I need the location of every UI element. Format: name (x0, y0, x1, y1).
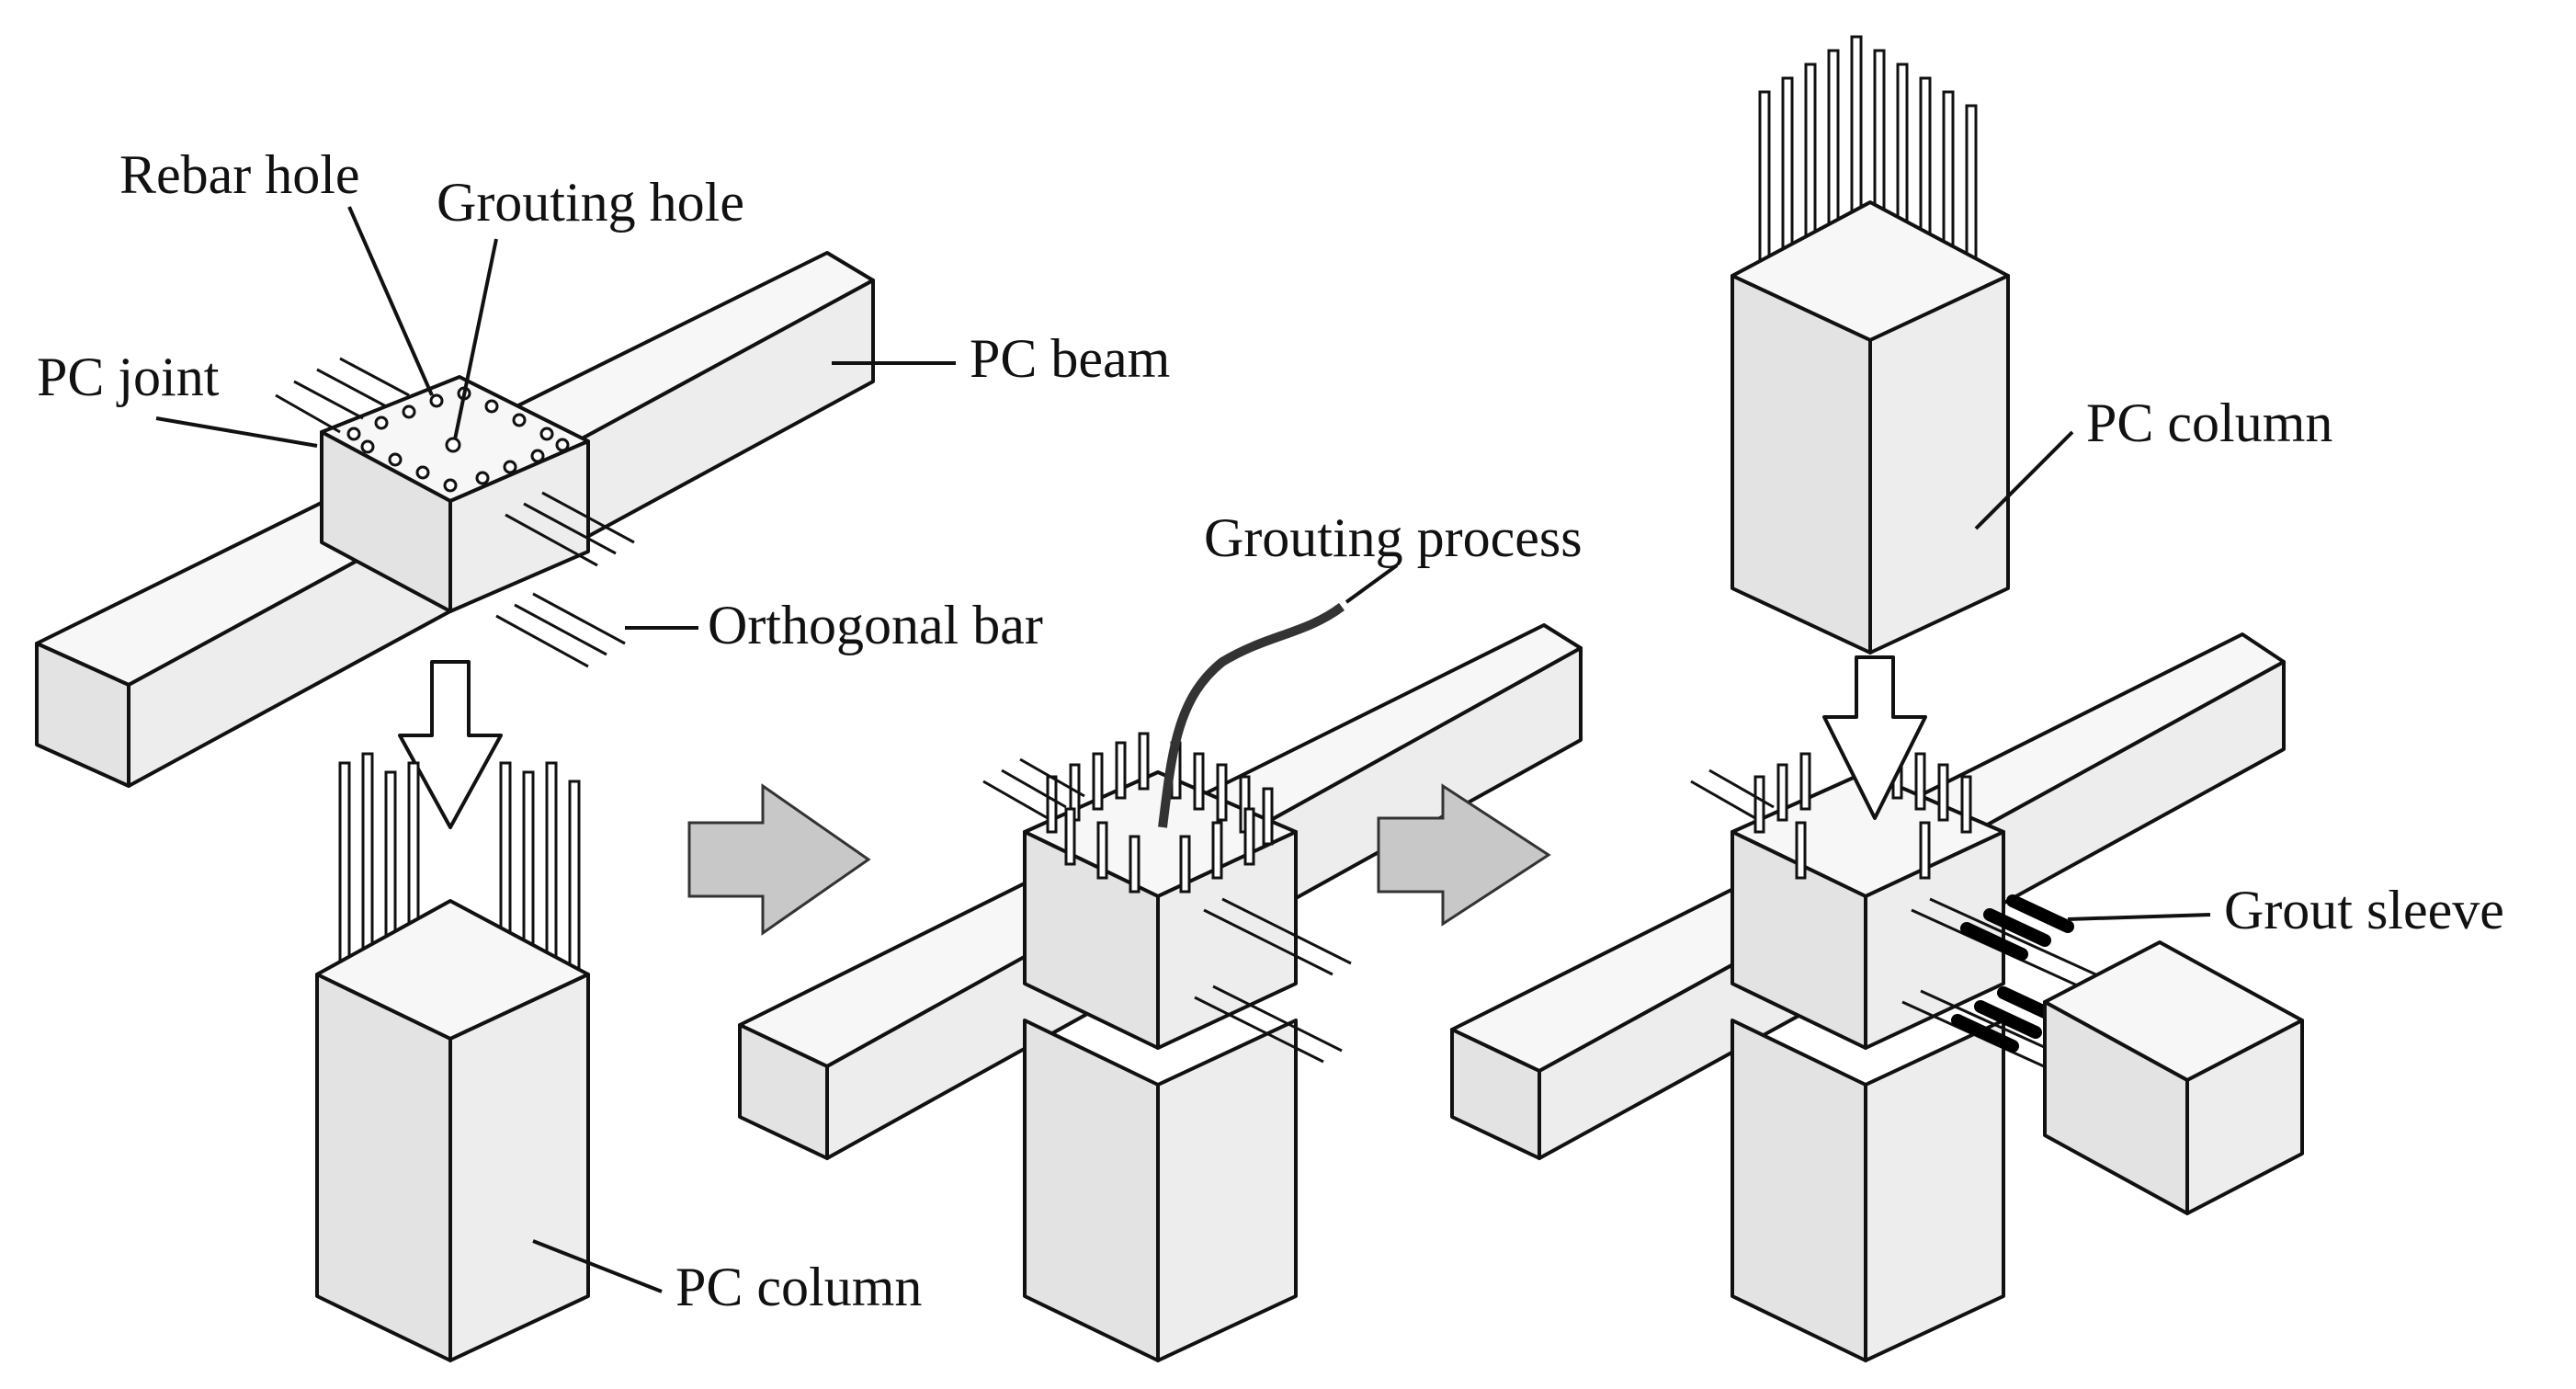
label-pc-column-left: PC column (675, 1257, 922, 1317)
leader-pc-column-left (532, 1239, 663, 1293)
stage1-pc-joint (320, 375, 590, 613)
leader-grouting-hole (453, 238, 498, 440)
leader-pc-joint (155, 416, 318, 448)
step-arrow-2 (1377, 783, 1551, 927)
label-orthogonal-bar: Orthogonal bar (708, 595, 1043, 655)
stage3-pc-joint (1731, 741, 2005, 1050)
stage1-pc-column (315, 752, 590, 1362)
stage3-pc-column-lower (1731, 1019, 2005, 1362)
label-grout-sleeve: Grout sleeve (2224, 880, 2504, 940)
stage-1-assembly (35, 251, 875, 1362)
stage3-annotations: PC column Grout sleeve (1974, 393, 2504, 940)
stage3-upper-column-bars (1758, 35, 1978, 287)
label-grouting-process: Grouting process (1204, 507, 1583, 568)
label-pc-beam: PC beam (970, 328, 1170, 389)
stage1-down-arrow (398, 660, 503, 829)
stage3-pc-column-upper (1731, 35, 2010, 655)
leader-pc-column-right (1974, 430, 2074, 530)
grouting-hose (1158, 602, 1345, 828)
grouting-hose-arrow (1345, 564, 1399, 604)
stage1-orthogonal-bars (275, 357, 635, 668)
leader-grout-sleeve (2067, 913, 2211, 921)
stage-2-assembly (738, 564, 1583, 1362)
label-rebar-hole: Rebar hole (119, 144, 360, 205)
stage1-annotations: Rebar hole Grouting hole PC joint PC bea… (37, 144, 1170, 1317)
step-arrow-1 (687, 783, 871, 936)
label-grouting-hole: Grouting hole (437, 172, 744, 233)
stage1-rebar-holes (346, 386, 570, 493)
stage2-pc-joint (1023, 732, 1298, 1050)
stage3-down-arrow (1822, 655, 1927, 820)
label-pc-column-right: PC column (2086, 393, 2332, 453)
stage3-pc-beam-orthogonal (2043, 940, 2304, 1215)
label-pc-joint: PC joint (37, 347, 220, 407)
leader-rebar-hole (347, 206, 434, 396)
stage2-pc-column (1023, 1019, 1298, 1362)
stage2-orthogonal-bars (982, 757, 1352, 1064)
stage-3-assembly (1450, 35, 2304, 1362)
stage1-grouting-hole (445, 437, 461, 453)
